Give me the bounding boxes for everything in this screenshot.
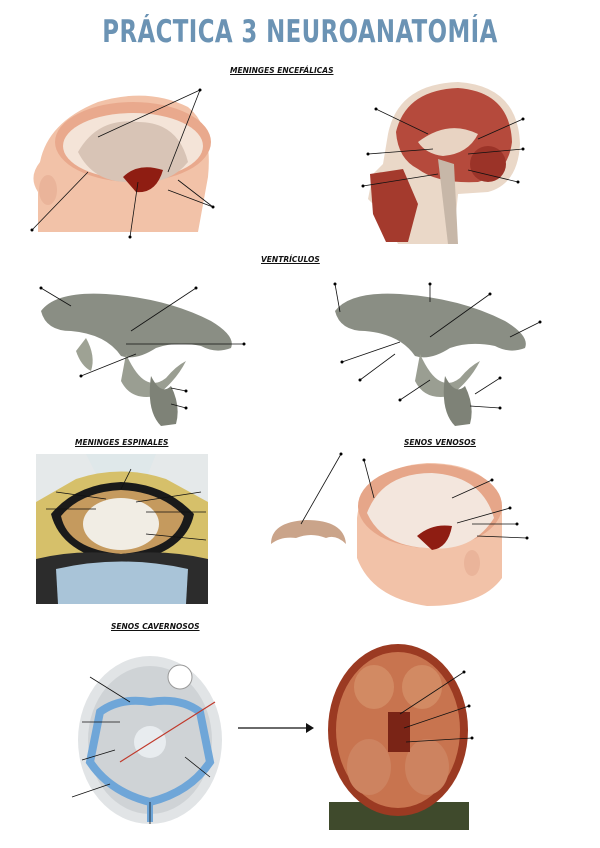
section-meninges-encefalicas: MENINGES ENCEFÁLICAS bbox=[230, 66, 334, 75]
section-senos-cavernosos: SENOS CAVERNOSOS bbox=[111, 622, 200, 631]
cranial-base-image bbox=[324, 642, 474, 832]
ventricles-cast-right-image bbox=[330, 282, 542, 430]
section-ventriculos: VENTRÍCULOS bbox=[261, 255, 320, 264]
cavernous-sinus-diagram-image bbox=[60, 652, 238, 828]
section-meninges-espinales: MENINGES ESPINALES bbox=[75, 438, 169, 447]
venous-sinus-head-image bbox=[352, 458, 532, 608]
dura-fragment-image bbox=[266, 452, 352, 556]
arrow-right-icon bbox=[238, 722, 314, 734]
page-title: PRÁCTICA 3 NEUROANATOMÍA bbox=[102, 14, 498, 50]
section-senos-venosos: SENOS VENOSOS bbox=[404, 438, 476, 447]
sagittal-section-image bbox=[358, 74, 528, 246]
spinal-meninges-image bbox=[36, 454, 208, 604]
ventricles-cast-left-image bbox=[36, 286, 248, 430]
meninges-head-model-image bbox=[28, 82, 218, 242]
